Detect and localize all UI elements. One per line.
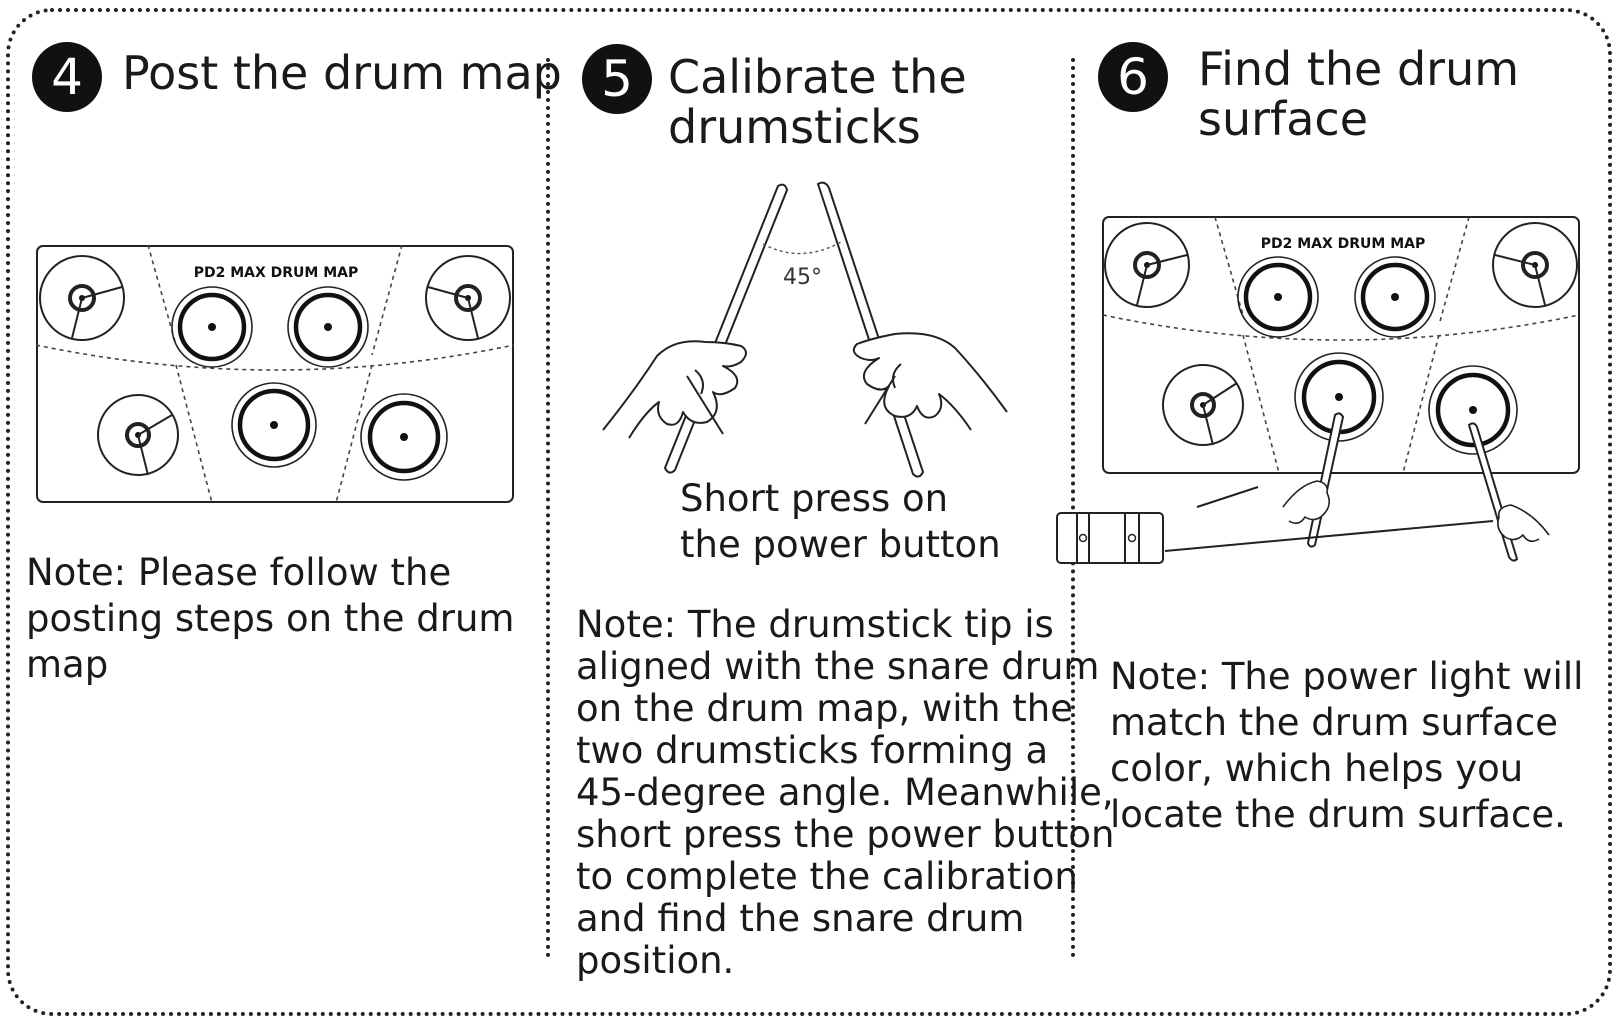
cymbal-top-right-step6 [1492,222,1578,308]
step-4-note: Note: Please follow the posting steps on… [26,551,515,686]
cymbal-top-left-step6 [1104,222,1190,308]
drum-map-label-step6: PD2 MAX DRUM MAP [1261,236,1426,252]
angle-arc [762,241,842,255]
drum-pad-bottom-center [231,382,317,468]
pointer-line-lower [1164,520,1494,552]
drum-pad-top-left [171,286,253,368]
cymbal-top-left [39,255,125,341]
drum-pad-bottom-right-step6 [1428,365,1518,455]
left-hand-step6 [1282,480,1331,525]
step-6-title: Find the drum surface [1198,42,1520,146]
step-4-title: Post the drum map [122,46,562,100]
find-drum-surface-illustration: PD2 MAX DRUM MAP [1056,216,1580,564]
left-hand [602,340,747,439]
power-device-icon [1056,512,1164,564]
pointer-line-upper [1196,486,1259,508]
drum-map-label: PD2 MAX DRUM MAP [194,265,359,281]
page-border [6,8,1612,1016]
angle-label: 45° [783,265,822,290]
drum-pad-top-right-step6 [1354,256,1436,338]
step-6-note: Note: The power light will match the dru… [1110,655,1584,836]
drum-pad-top-right [287,286,369,368]
right-hand [852,332,1008,431]
cymbal-bottom-left [97,394,179,476]
column-divider-1 [546,58,550,958]
step-4-number: 4 [32,42,102,112]
drumstick-right-step6 [1467,422,1519,562]
step-5-number: 5 [582,44,652,114]
drumsticks-calibration-illustration: 45° [602,181,1008,478]
drum-map-illustration: PD2 MAX DRUM MAP [35,244,515,504]
step-5-note: Note: The drumstick tip is aligned with … [576,603,1115,982]
right-drumstick [816,181,925,478]
cymbal-top-right [425,255,511,341]
step-5-caption: Short press on the power button [680,477,1001,566]
left-drumstick [663,183,789,474]
drum-pad-bottom-right [360,393,448,481]
step-6-number: 6 [1098,42,1168,112]
drum-pad-top-left-step6 [1237,256,1319,338]
step-5-title: Calibrate the drumsticks [668,50,967,154]
column-divider-2 [1071,58,1075,958]
cymbal-bottom-left-step6 [1162,364,1244,446]
right-hand-step6 [1497,504,1550,543]
